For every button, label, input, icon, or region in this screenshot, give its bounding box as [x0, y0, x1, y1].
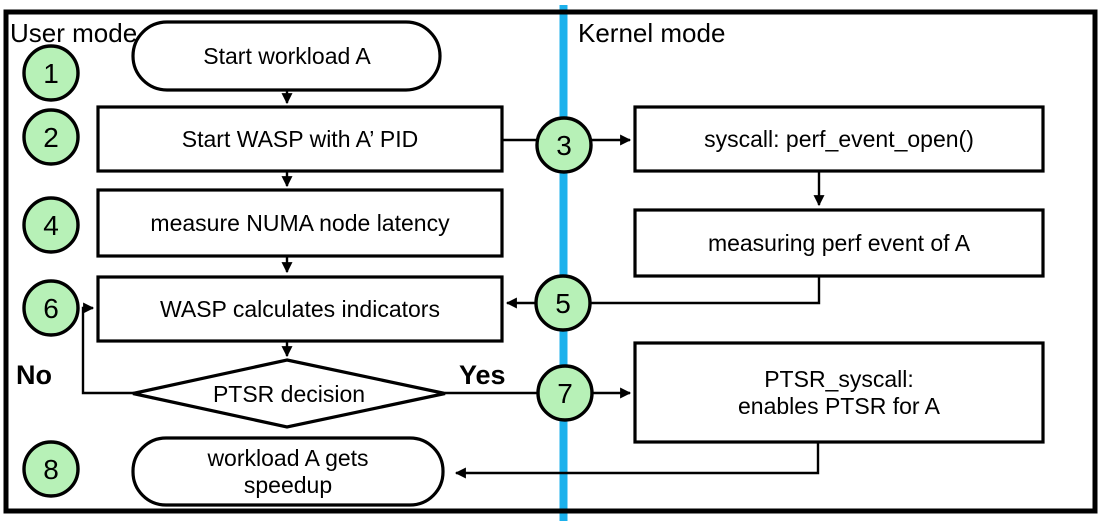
numa-label: measure NUMA node latency: [150, 210, 450, 236]
step-badge-6: [22, 279, 80, 337]
wasp-start-label: Start WASP with A’ PID: [182, 126, 418, 152]
start-node-label: Start workload A: [203, 43, 371, 69]
user-mode-label: User mode: [10, 18, 137, 48]
speedup-label-line2: speedup: [244, 472, 332, 498]
syscall-label: syscall: perf_event_open(): [704, 126, 974, 152]
yes-label: Yes: [459, 360, 506, 390]
step-badge-4: [22, 196, 80, 254]
step-number-7: 7: [557, 378, 573, 409]
step-number-6: 6: [43, 293, 59, 324]
syscall-box: [633, 105, 1045, 173]
arrow-perf-to-indicators: [505, 277, 821, 309]
step-badge-5: [534, 274, 592, 332]
decision-label: PTSR decision: [213, 381, 365, 407]
arrow-ptsr-to-speedup: [454, 443, 820, 479]
numa-box: [96, 188, 504, 258]
step-number-8: 8: [43, 454, 59, 485]
step-badge-3: [535, 116, 593, 174]
outer-border: [3, 9, 1098, 514]
wasp-start-box: [96, 105, 504, 173]
perf-event-box: [633, 208, 1045, 278]
decision-diamond: [132, 358, 446, 429]
step-number-1: 1: [43, 58, 59, 89]
step-number-3: 3: [556, 130, 572, 161]
ptsr-box: [633, 341, 1045, 444]
arrow-decision-no-to-indicators: [81, 302, 135, 395]
indicators-label: WASP calculates indicators: [160, 296, 440, 322]
step-number-4: 4: [43, 210, 59, 241]
kernel-mode-label: Kernel mode: [578, 18, 725, 48]
indicators-box: [96, 275, 504, 343]
step-badge-7: [536, 364, 594, 422]
speedup-label-line1: workload A gets: [206, 445, 368, 471]
ptsr-label-line2: enables PTSR for A: [738, 393, 941, 419]
step-badge-2: [22, 108, 80, 166]
step-number-5: 5: [555, 288, 571, 319]
ptsr-label-line1: PTSR_syscall:: [764, 366, 914, 392]
step-number-2: 2: [43, 122, 59, 153]
no-label: No: [16, 360, 52, 390]
start-node: [131, 20, 442, 92]
step-badge-1: [22, 44, 80, 102]
speedup-node: [131, 436, 445, 507]
step-badge-8: [22, 440, 80, 498]
perf-event-label: measuring perf event of A: [708, 230, 971, 256]
